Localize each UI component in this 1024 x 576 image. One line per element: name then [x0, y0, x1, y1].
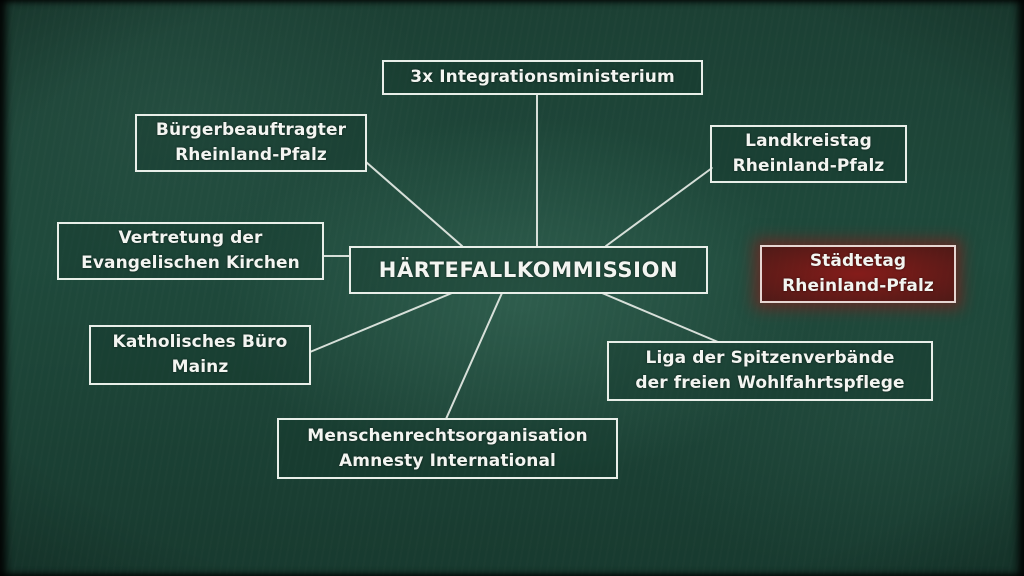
node-line: Rheinland-Pfalz [782, 276, 934, 296]
node-buergerbeauftragter: Bürgerbeauftragter Rheinland-Pfalz [135, 114, 367, 172]
node-line: Bürgerbeauftragter [155, 120, 347, 140]
link-katholisches-buero [309, 292, 453, 353]
node-line: Amnesty International [339, 450, 556, 471]
link-amnesty [445, 292, 503, 420]
node-evangelische-kirchen: Vertretung der Evangelischen Kirchen [57, 222, 324, 280]
node-line: der freien Wohlfahrtspflege [635, 373, 905, 393]
link-landkreistag [605, 167, 713, 247]
node-line: Mainz [171, 357, 229, 377]
center-label: HÄRTEFALLKOMMISSION [378, 257, 679, 282]
center-node: HÄRTEFALLKOMMISSION [349, 246, 708, 294]
node-line: Vertretung der [118, 228, 263, 248]
node-line: Menschenrechtsorganisation [307, 425, 588, 446]
node-landkreistag: Landkreistag Rheinland-Pfalz [710, 125, 907, 183]
node-amnesty: Menschenrechtsorganisation Amnesty Inter… [277, 418, 618, 479]
node-integrationsministerium: 3x Integrationsministerium [382, 60, 703, 95]
node-line: Katholisches Büro [112, 332, 288, 352]
link-buergerbeauftragter [365, 161, 463, 247]
node-line: Rheinland-Pfalz [175, 145, 327, 165]
node-katholisches-buero: Katholisches Büro Mainz [89, 325, 311, 385]
node-line: Evangelischen Kirchen [81, 253, 300, 273]
node-line: Landkreistag [745, 131, 872, 151]
node-line: Städtetag [809, 251, 907, 271]
node-line: Liga der Spitzenverbände [645, 348, 895, 368]
link-liga-spitzenverbaende [601, 292, 719, 343]
node-line: Rheinland-Pfalz [732, 156, 885, 176]
node-line: 3x Integrationsministerium [410, 67, 675, 87]
node-liga-spitzenverbaende: Liga der Spitzenverbände der freien Wohl… [607, 341, 933, 401]
node-staedtetag: Städtetag Rheinland-Pfalz [760, 245, 956, 303]
